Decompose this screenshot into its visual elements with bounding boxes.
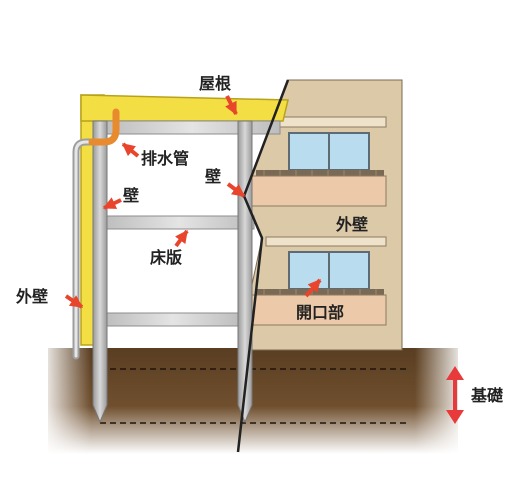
exterior-facade — [237, 79, 403, 351]
arrow-opening — [304, 278, 322, 298]
label-wall-right: 壁 — [205, 167, 221, 186]
arrow-floor-slab — [174, 229, 189, 248]
arrow-exterior-wall-left — [64, 294, 84, 309]
column-pile-right — [237, 120, 253, 424]
drain-pipe — [88, 108, 120, 146]
label-floor-slab: 床版 — [150, 248, 182, 267]
ground — [40, 348, 466, 458]
column-pile-left — [92, 120, 108, 424]
floor-slab-beam — [103, 215, 255, 230]
label-drain-pipe: 排水管 — [141, 149, 189, 168]
arrow-wall-left — [102, 197, 122, 210]
roof-slab — [80, 94, 289, 122]
callout-arrows — [64, 95, 322, 309]
label-opening: 開口部 — [296, 303, 344, 322]
section-cut-line — [236, 79, 290, 453]
lower-eave — [265, 236, 387, 247]
arrow-roof — [225, 95, 238, 116]
arrow-wall-right — [226, 182, 246, 198]
upper-balcony — [249, 170, 387, 207]
label-wall-left: 壁 — [123, 186, 139, 205]
label-foundation: 基礎 — [470, 386, 504, 405]
beam-top — [103, 120, 281, 135]
label-roof: 屋根 — [199, 74, 231, 93]
label-exterior-wall-left: 外壁 — [15, 287, 48, 306]
arrow-drain-pipe — [121, 142, 140, 158]
beam-bottom — [103, 312, 243, 327]
label-exterior-wall-right: 外壁 — [335, 215, 368, 234]
foundation-dimension-arrow — [446, 366, 464, 424]
